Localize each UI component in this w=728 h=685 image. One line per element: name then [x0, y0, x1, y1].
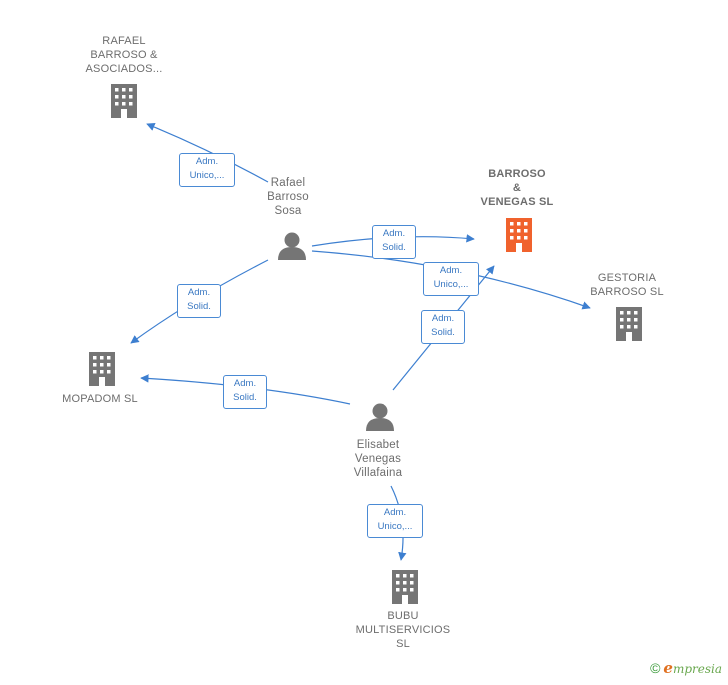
footer-brand: ©empresia [650, 659, 722, 677]
building-icon [392, 570, 418, 604]
edge-label-adm-unico: Adm. Unico,... [179, 153, 235, 187]
edge-label-adm-solid: Adm. Solid. [177, 284, 221, 318]
edge-rafael-to-asociados [146, 123, 269, 183]
brand-name: mpresia [672, 662, 722, 676]
node-label-bubu-multiservicios[interactable]: BUBU MULTISERVICIOS SL [355, 610, 451, 650]
node-label-elisabet-venegas[interactable]: Elisabet Venegas Villafaina [353, 439, 403, 479]
node-label-gestoria-barroso[interactable]: GESTORIA BARROSO SL [590, 272, 664, 298]
node-label-mopadom[interactable]: MOPADOM SL [62, 393, 138, 405]
edge-label-adm-unico: Adm. Unico,... [367, 504, 423, 538]
edge-label-adm-solid: Adm. Solid. [372, 225, 416, 259]
node-label-rafael-barroso-sosa[interactable]: Rafael Barroso Sosa [267, 177, 309, 217]
building-icon [616, 307, 642, 341]
node-label-barroso-venegas[interactable]: BARROSO & VENEGAS SL [480, 168, 554, 208]
person-icon [366, 403, 394, 431]
building-icon [506, 218, 532, 252]
brand-initial: e [663, 659, 673, 677]
person-icon [278, 232, 306, 260]
edge-label-adm-solid: Adm. Solid. [223, 375, 267, 409]
building-icon [111, 84, 137, 118]
edge-label-adm-unico: Adm. Unico,... [423, 262, 479, 296]
node-label-rafael-barroso-asociados[interactable]: RAFAEL BARROSO & ASOCIADOS... [85, 35, 163, 75]
copyright-icon: © [650, 660, 661, 676]
building-icon [89, 352, 115, 386]
edge-label-adm-solid: Adm. Solid. [421, 310, 465, 344]
